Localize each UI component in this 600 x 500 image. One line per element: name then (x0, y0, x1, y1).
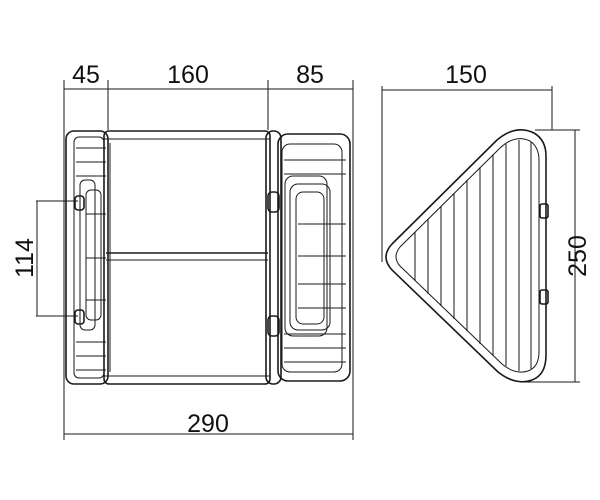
dim-overall-width: 290 (187, 410, 229, 438)
corner-basket (385, 128, 549, 383)
dim-side-height: 250 (564, 235, 592, 277)
dim-center-width: 160 (167, 61, 209, 89)
center-panel (103, 130, 271, 385)
side-view: 150 250 (381, 61, 592, 383)
dim-right-depth: 85 (296, 61, 324, 89)
dim-mount-height: 114 (11, 238, 39, 278)
front-extension-lines (63, 80, 354, 440)
dim-left-depth: 45 (72, 61, 100, 89)
side-extension-lines (381, 86, 580, 383)
left-basket (65, 130, 109, 385)
right-basket (265, 130, 351, 385)
front-view: 45 160 85 290 114 (11, 61, 354, 440)
basket-wires (414, 140, 532, 371)
dim-side-width: 150 (445, 61, 487, 89)
mount-height-dimension: 114 (11, 200, 78, 317)
